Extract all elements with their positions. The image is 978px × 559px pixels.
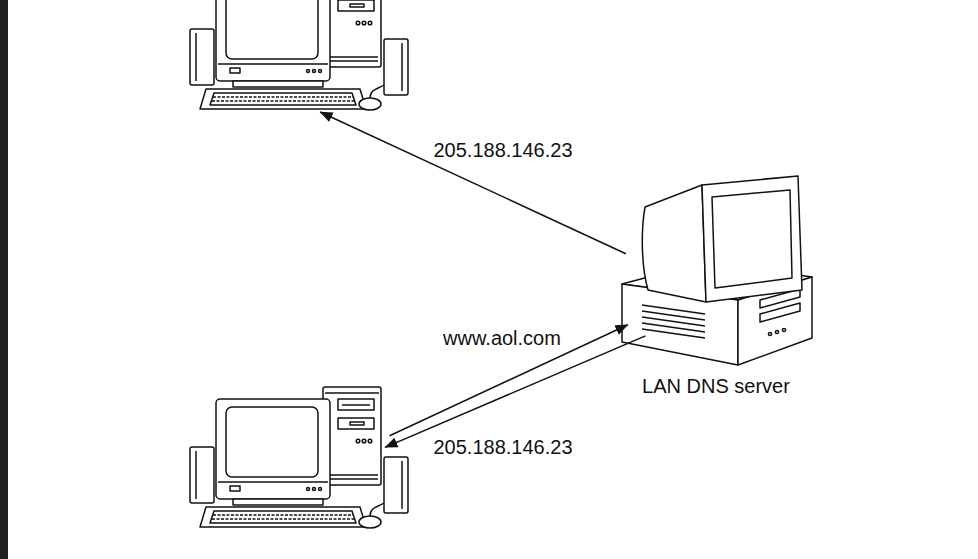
workstation-picture bbox=[190, 0, 408, 110]
edge-label: www.aol.com bbox=[441, 327, 563, 349]
client-workstation bbox=[188, 385, 412, 530]
arrow-connector bbox=[390, 325, 628, 436]
node-texts: LAN DNS server bbox=[618, 374, 814, 398]
arrow-connector bbox=[320, 112, 626, 254]
client-workstation bbox=[188, 0, 412, 112]
dns-server: LAN DNS server bbox=[618, 176, 814, 398]
page-edge bbox=[0, 0, 8, 559]
arrow-connector bbox=[385, 336, 645, 448]
edge-label: 205.188.146.23 bbox=[431, 436, 574, 458]
edge-label: 205.188.146.23 bbox=[431, 139, 574, 161]
node-label: LAN DNS server bbox=[642, 374, 790, 398]
workstation-picture bbox=[190, 387, 408, 528]
server-picture bbox=[622, 176, 812, 365]
